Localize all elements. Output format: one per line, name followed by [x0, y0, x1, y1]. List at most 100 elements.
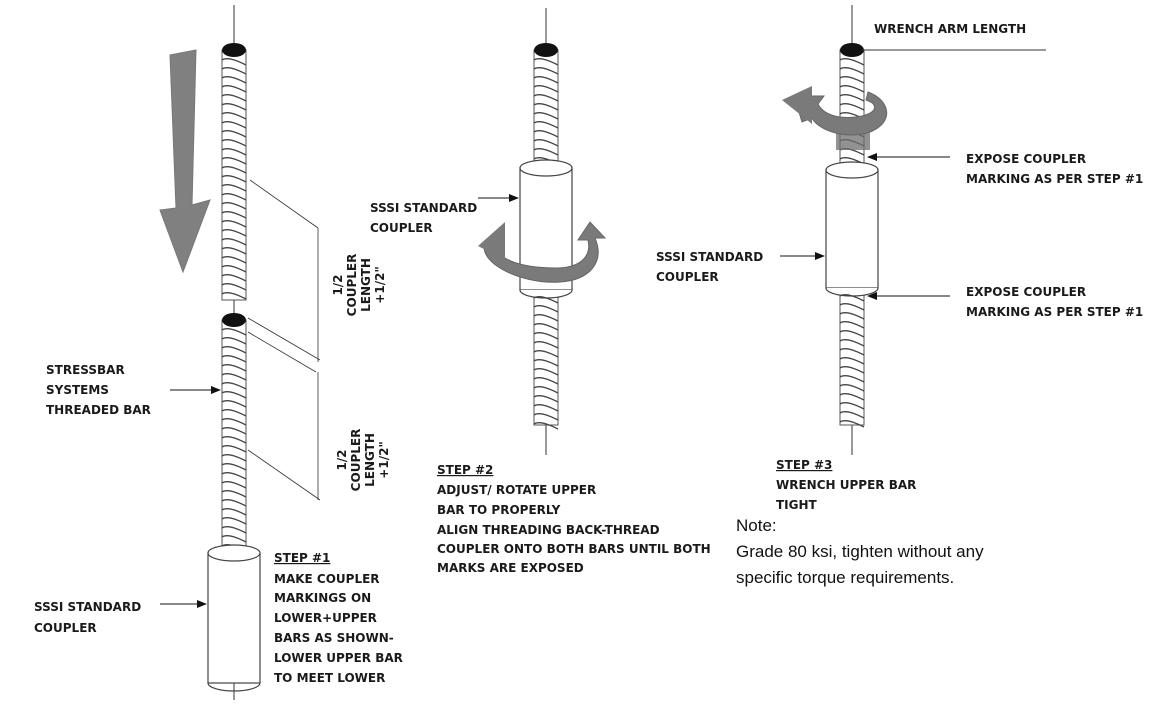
- thread-coil: [839, 67, 865, 75]
- thread-coil: [221, 292, 247, 300]
- figure-step3: WRENCH ARM LENGTH EXPOSE COUPLER MARKING…: [656, 5, 1143, 587]
- thread-coil: [839, 375, 865, 383]
- step3-text: STEP #3 WRENCH UPPER BAR TIGHT: [776, 458, 916, 512]
- svg-text:STEP #1: STEP #1: [274, 551, 330, 565]
- svg-text:THREADED BAR: THREADED BAR: [46, 403, 151, 417]
- dim-upper-label: 1/2 COUPLER LENGTH +1/2": [331, 254, 387, 317]
- thread-coil: [221, 202, 247, 210]
- svg-text:EXPOSE COUPLER: EXPOSE COUPLER: [966, 152, 1086, 166]
- bar-end-cap-4: [840, 43, 864, 57]
- thread-coils: [533, 296, 559, 430]
- thread-coil: [221, 112, 247, 120]
- lower-threaded-bar-1: [221, 313, 247, 561]
- thread-coil: [221, 130, 247, 138]
- thread-coil: [221, 166, 247, 174]
- thread-coil: [221, 121, 247, 129]
- thread-coil: [533, 368, 559, 376]
- thread-coils: [839, 294, 865, 428]
- thread-coil: [221, 256, 247, 264]
- thread-coil: [533, 341, 559, 349]
- thread-coil: [839, 393, 865, 401]
- thread-coil: [221, 94, 247, 102]
- thread-coil: [533, 323, 559, 331]
- svg-text:1/2: 1/2: [331, 274, 345, 295]
- thread-coil: [839, 312, 865, 320]
- coupler-label-3: SSSI STANDARD COUPLER: [656, 250, 763, 284]
- svg-text:specific torque requirements.: specific torque requirements.: [736, 568, 954, 587]
- thread-coil: [221, 463, 247, 471]
- expose-label-bottom: EXPOSE COUPLER MARKING AS PER STEP #1: [966, 285, 1143, 319]
- thread-coils: [221, 58, 247, 300]
- thread-coil: [533, 85, 559, 93]
- thread-coil: [221, 211, 247, 219]
- thread-coil: [533, 139, 559, 147]
- thread-coil: [221, 526, 247, 534]
- threaded-bar-label: STRESSBAR SYSTEMS THREADED BAR: [46, 363, 151, 417]
- svg-text:SYSTEMS: SYSTEMS: [46, 383, 109, 397]
- thread-coil: [533, 350, 559, 358]
- thread-coil: [221, 517, 247, 525]
- thread-coil: [221, 157, 247, 165]
- thread-coil: [221, 283, 247, 291]
- thread-coil: [533, 377, 559, 385]
- svg-text:Note:: Note:: [736, 516, 777, 535]
- thread-coil: [221, 436, 247, 444]
- thread-coil: [221, 400, 247, 408]
- thread-coil: [221, 418, 247, 426]
- svg-text:1/2: 1/2: [335, 449, 349, 470]
- svg-text:COUPLER: COUPLER: [345, 254, 359, 317]
- svg-text:COUPLER: COUPLER: [349, 429, 363, 492]
- coupler-label-1: SSSI STANDARD COUPLER: [34, 600, 141, 635]
- svg-text:MARKING AS PER STEP #1: MARKING AS PER STEP #1: [966, 172, 1143, 186]
- thread-coil: [839, 402, 865, 410]
- thread-coil: [533, 359, 559, 367]
- thread-coil: [221, 454, 247, 462]
- thread-coil: [533, 94, 559, 102]
- thread-coil: [533, 422, 559, 430]
- dim-lower-label: 1/2 COUPLER LENGTH +1/2": [335, 429, 391, 492]
- thread-coil: [221, 337, 247, 345]
- thread-coil: [839, 411, 865, 419]
- thread-coil: [839, 384, 865, 392]
- thread-coil: [839, 303, 865, 311]
- wrench-arm-label: WRENCH ARM LENGTH: [874, 22, 1026, 36]
- svg-text:BAR TO PROPERLY: BAR TO PROPERLY: [437, 503, 561, 517]
- thread-coil: [533, 76, 559, 84]
- thread-coil: [221, 229, 247, 237]
- down-arrow-icon: [159, 49, 211, 274]
- thread-coil: [839, 357, 865, 365]
- thread-coils: [533, 58, 559, 165]
- thread-coil: [839, 85, 865, 93]
- coupler-3: [825, 161, 879, 297]
- thread-coil: [533, 148, 559, 156]
- thread-coil: [533, 314, 559, 322]
- thread-coil: [221, 328, 247, 336]
- svg-text:SSSI STANDARD: SSSI STANDARD: [34, 600, 141, 614]
- svg-text:MARKS ARE EXPOSED: MARKS ARE EXPOSED: [437, 561, 584, 575]
- thread-coil: [221, 355, 247, 363]
- svg-text:MARKING AS PER STEP #1: MARKING AS PER STEP #1: [966, 305, 1143, 319]
- svg-text:COUPLER: COUPLER: [656, 270, 719, 284]
- svg-text:TIGHT: TIGHT: [776, 498, 818, 512]
- thread-coil: [221, 373, 247, 381]
- svg-text:LOWER+UPPER: LOWER+UPPER: [274, 611, 377, 625]
- thread-coil: [221, 391, 247, 399]
- thread-coil: [839, 348, 865, 356]
- thread-coil: [221, 85, 247, 93]
- upper-threaded-bar-1: [221, 43, 247, 301]
- figure-step1: 1/2 COUPLER LENGTH +1/2" 1/2 COUPLER LEN…: [34, 5, 403, 700]
- svg-text:LENGTH: LENGTH: [359, 258, 373, 312]
- svg-text:ALIGN THREADING BACK-THREAD: ALIGN THREADING BACK-THREAD: [437, 523, 660, 537]
- svg-text:COUPLER: COUPLER: [34, 621, 97, 635]
- expose-label-top: EXPOSE COUPLER MARKING AS PER STEP #1: [966, 152, 1143, 186]
- thread-coil: [533, 58, 559, 66]
- thread-coil: [533, 112, 559, 120]
- thread-coil: [533, 305, 559, 313]
- thread-coil: [221, 220, 247, 228]
- thread-coil: [221, 238, 247, 246]
- svg-text:STEP #2: STEP #2: [437, 463, 493, 477]
- svg-text:COUPLER ONTO BOTH BARS UNTIL B: COUPLER ONTO BOTH BARS UNTIL BOTH: [437, 542, 711, 556]
- thread-coil: [839, 94, 865, 102]
- thread-coil: [221, 274, 247, 282]
